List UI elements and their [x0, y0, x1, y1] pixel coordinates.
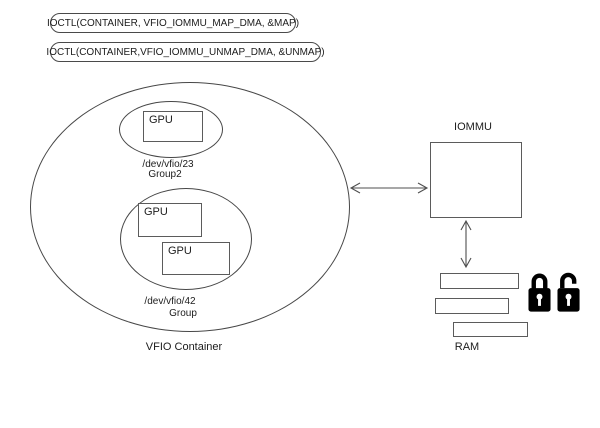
- container-iommu-arrow: [349, 182, 429, 194]
- group-ellipse: [120, 188, 252, 290]
- group-device-label: /dev/vfio/42: [144, 296, 196, 307]
- group-gpu-box-2: GPU: [162, 242, 230, 275]
- group2-gpu-box: GPU: [143, 111, 203, 142]
- vfio-container-label: VFIO Container: [145, 341, 223, 353]
- group-gpu-box-1: GPU: [138, 203, 202, 237]
- iommu-box: [430, 142, 522, 218]
- ioctl-unmap-dma-command: IOCTL(CONTAINER,VFIO_IOMMU_UNMAP_DMA, &U…: [46, 42, 325, 62]
- group2-name-label: Group2: [148, 169, 182, 180]
- ioctl-map-dma-command: IOCTL(CONTAINER, VFIO_IOMMU_MAP_DMA, &MA…: [47, 13, 299, 33]
- ram-page-box-1: [440, 273, 519, 289]
- vfio-container-ellipse: [30, 82, 350, 332]
- ram-label: RAM: [454, 341, 480, 353]
- iommu-ram-arrow: [460, 219, 472, 269]
- ram-page-box-2: [435, 298, 509, 314]
- locked-padlock-icon: [528, 270, 551, 313]
- group2-device-label: /dev/vfio/23: [142, 159, 194, 170]
- group2-ellipse: [119, 101, 223, 158]
- unlocked-padlock-icon: [557, 269, 581, 313]
- ram-page-box-3: [453, 322, 528, 337]
- group-name-label: Group: [169, 308, 197, 319]
- iommu-label: IOMMU: [454, 121, 492, 133]
